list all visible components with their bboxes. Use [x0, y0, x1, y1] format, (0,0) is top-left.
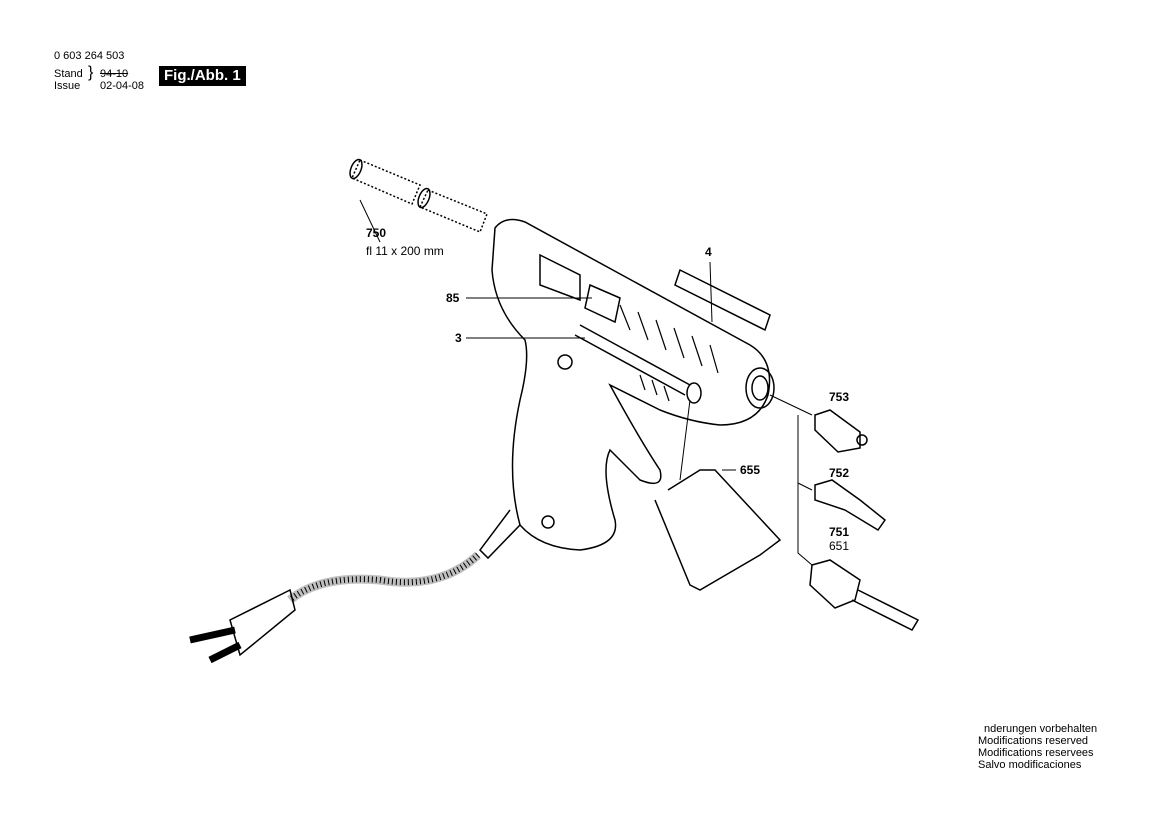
notice-line-en: Modifications reserved — [978, 735, 1089, 747]
part-number: 0 603 264 503 — [54, 50, 125, 62]
notice-line-fr: Modifications reservees — [978, 747, 1094, 759]
callout-85: 85 — [446, 291, 460, 305]
callout-752: 752 — [829, 466, 850, 480]
leader-lines — [359, 199, 813, 566]
callout-750-note: fl 11 x 200 mm — [366, 244, 444, 258]
power-cord — [189, 551, 482, 664]
callout-651: 651 — [829, 539, 850, 553]
label-plate-4 — [674, 268, 771, 332]
stand-label: Stand — [54, 68, 83, 80]
modifications-notice: nderungen vorbehalten Modifications rese… — [978, 723, 1097, 771]
notice-line-de: nderungen vorbehalten — [984, 723, 1098, 735]
stand-655 — [654, 469, 782, 591]
issue-value: 02-04-08 — [100, 80, 145, 92]
glue-gun-body — [479, 218, 775, 560]
glue-stick-750 — [349, 158, 488, 233]
nozzle-751 — [809, 559, 920, 631]
issue-label: Issue — [54, 80, 81, 92]
callout-751: 751 — [829, 525, 850, 539]
nozzle-752 — [814, 479, 887, 532]
brace: } — [88, 64, 94, 81]
figure-label: Fig./Abb. 1 — [159, 66, 246, 86]
callout-750: 750 — [366, 226, 387, 240]
callout-753: 753 — [829, 390, 850, 404]
callout-655: 655 — [740, 463, 761, 477]
callout-3: 3 — [455, 331, 462, 345]
callout-4: 4 — [705, 245, 712, 259]
nozzle-753 — [814, 409, 868, 453]
notice-line-es: Salvo modificaciones — [978, 759, 1082, 771]
stand-value: 94-10 — [100, 68, 129, 80]
